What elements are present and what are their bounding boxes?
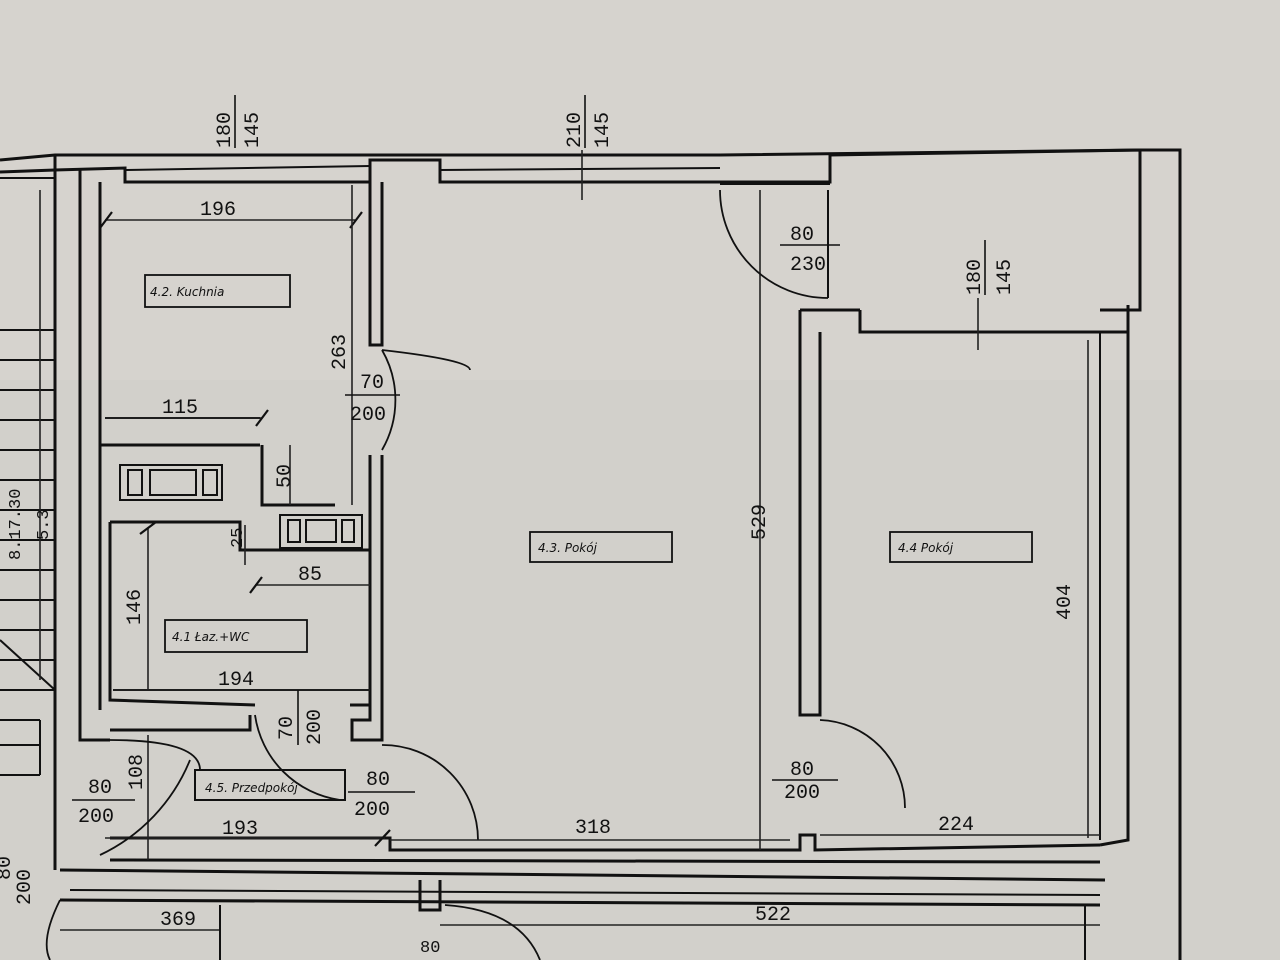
kitchen-door-bottom: 200: [350, 404, 386, 427]
bath-label: 4.1 Łaz.+WC: [172, 630, 250, 644]
room2-label: 4.4 Pokój: [898, 541, 954, 555]
kitchen-height: 263: [329, 334, 352, 370]
room1-height-dim: 529: [749, 504, 772, 540]
bathroom: 25 85 146 194 4.1 Łaz.+WC: [113, 514, 370, 692]
balcony-door: 80 230: [719, 189, 840, 299]
bath-door-top: 70: [276, 716, 299, 740]
window-w2-bottom: 145: [592, 112, 615, 148]
hall-left-door-top: 80: [88, 777, 112, 800]
room2-label-box: [889, 531, 1033, 563]
hall-label: 4.5. Przedpokój: [205, 781, 298, 795]
bath-fixture: [279, 514, 363, 549]
hallway: 108 193 4.5. Przedpokój 80 200: [72, 735, 391, 860]
hall-door-top: 80: [366, 769, 390, 792]
room1-label-box: [529, 531, 673, 563]
staircase: 8.17.30 5.3: [0, 177, 56, 776]
room2-door-top: 80: [790, 759, 814, 782]
window-w2-top: 210: [564, 112, 587, 148]
window-w3-top: 180: [964, 259, 987, 295]
room1-width-dim: 318: [575, 817, 611, 840]
hall-width-dim: 193: [222, 818, 258, 841]
bottom-door-top: 80: [420, 939, 440, 958]
room2-height-dim: 404: [1054, 584, 1077, 620]
stair-label-b: 8.17.30: [7, 489, 26, 560]
bottom-left-door-top: 80: [0, 856, 17, 880]
bottom-strip: 369 522 80 200 80: [0, 856, 1100, 960]
room1-hall-door: 80 200: [348, 744, 479, 841]
bath-door: 70 200: [254, 690, 341, 801]
balcony-door-top: 80: [790, 224, 814, 247]
balcony-door-bottom: 230: [790, 254, 826, 277]
window-w1-top: 180: [214, 112, 237, 148]
room-4-3: 4.3. Pokój 529 318: [390, 190, 790, 850]
room-4-4: 4.4 Pokój 404 224 80 200: [772, 340, 1100, 838]
bath-door-bottom: 200: [304, 709, 327, 745]
bottom-right-dim: 522: [755, 904, 791, 927]
kitchen-door-top: 70: [360, 372, 384, 395]
bath-height-dim: 146: [124, 589, 147, 625]
bath-label-box: [164, 619, 308, 653]
kitchen-label: 4.2. Kuchnia: [150, 285, 224, 299]
bottom-left-dim: 369: [160, 909, 196, 932]
room2-width-dim: 224: [938, 814, 974, 837]
bottom-left-door-bottom: 200: [14, 869, 37, 905]
bath-notch-dim: 25: [229, 528, 248, 548]
hall-left-door-bottom: 200: [78, 806, 114, 829]
window-dim-w2: 210 145: [564, 95, 615, 200]
stair-label-a: 5.3: [35, 509, 54, 540]
window-dim-w1: 180 145: [214, 95, 265, 148]
bath-inner-dim: 85: [298, 564, 322, 587]
kitchen-door: 70 200: [345, 349, 471, 451]
room1-label: 4.3. Pokój: [538, 541, 598, 555]
bath-width-dim: 194: [218, 669, 254, 692]
window-w3-bottom: 145: [994, 259, 1017, 295]
kitchen: 196 263 115 50 4.2. Kuchnia: [99, 185, 363, 505]
room2-door-bottom: 200: [784, 782, 820, 805]
window-dim-w3: 180 145: [964, 240, 1017, 350]
kitchen-label-box: [144, 274, 291, 308]
hall-height-dim: 108: [126, 754, 149, 790]
kitchen-gap-dim: 50: [274, 464, 297, 488]
kitchen-inner-dim: 115: [162, 397, 198, 420]
hall-door-bottom: 200: [354, 799, 390, 822]
kitchen-width: 196: [200, 199, 236, 222]
window-w1-bottom: 145: [242, 112, 265, 148]
stove-fixture: [119, 464, 223, 501]
